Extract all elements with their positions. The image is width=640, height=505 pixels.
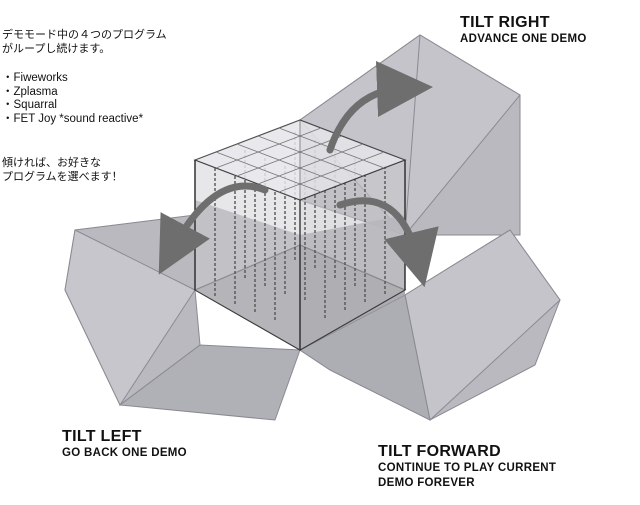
tilt-right-desc: ADVANCE ONE DEMO <box>460 33 587 45</box>
tilt-right-title: TILT RIGHT <box>460 14 550 31</box>
tilt-forward-desc-1: CONTINUE TO PLAY CURRENT <box>378 462 557 474</box>
led-cube <box>193 119 407 351</box>
arrow-forward-icon <box>336 197 439 288</box>
outro-line-2: プログラムを選べます！ <box>2 170 123 183</box>
tilt-left-desc: GO BACK ONE DEMO <box>62 447 187 459</box>
arrow-right-icon <box>326 61 433 154</box>
intro-line-1: デモモード中の４つのプログラム <box>2 28 167 41</box>
program-list: ・Fiweworks ・Zplasma ・Squarral ・FET Joy *… <box>2 72 143 126</box>
tilt-right-label: TILT RIGHT ADVANCE ONE DEMO <box>460 14 587 47</box>
list-item: ・Zplasma <box>2 85 58 98</box>
list-item: ・FET Joy *sound reactive* <box>2 112 144 125</box>
intro-line-2: がループし続けます。 <box>2 42 111 55</box>
tilt-left-label: TILT LEFT GO BACK ONE DEMO <box>62 428 187 461</box>
tilt-forward-desc-2: DEMO FOREVER <box>378 477 475 489</box>
outro-line-1: 傾ければ、お好きな <box>2 156 101 169</box>
tilt-forward-label: TILT FORWARD CONTINUE TO PLAY CURRENT DE… <box>378 443 556 491</box>
tilt-left-title: TILT LEFT <box>62 428 142 445</box>
tilt-forward-panel <box>299 229 561 421</box>
list-item: ・Fiweworks <box>2 72 68 84</box>
list-item: ・Squarral <box>2 99 57 111</box>
arrow-left-icon <box>158 182 269 275</box>
tilt-forward-title: TILT FORWARD <box>378 443 501 460</box>
